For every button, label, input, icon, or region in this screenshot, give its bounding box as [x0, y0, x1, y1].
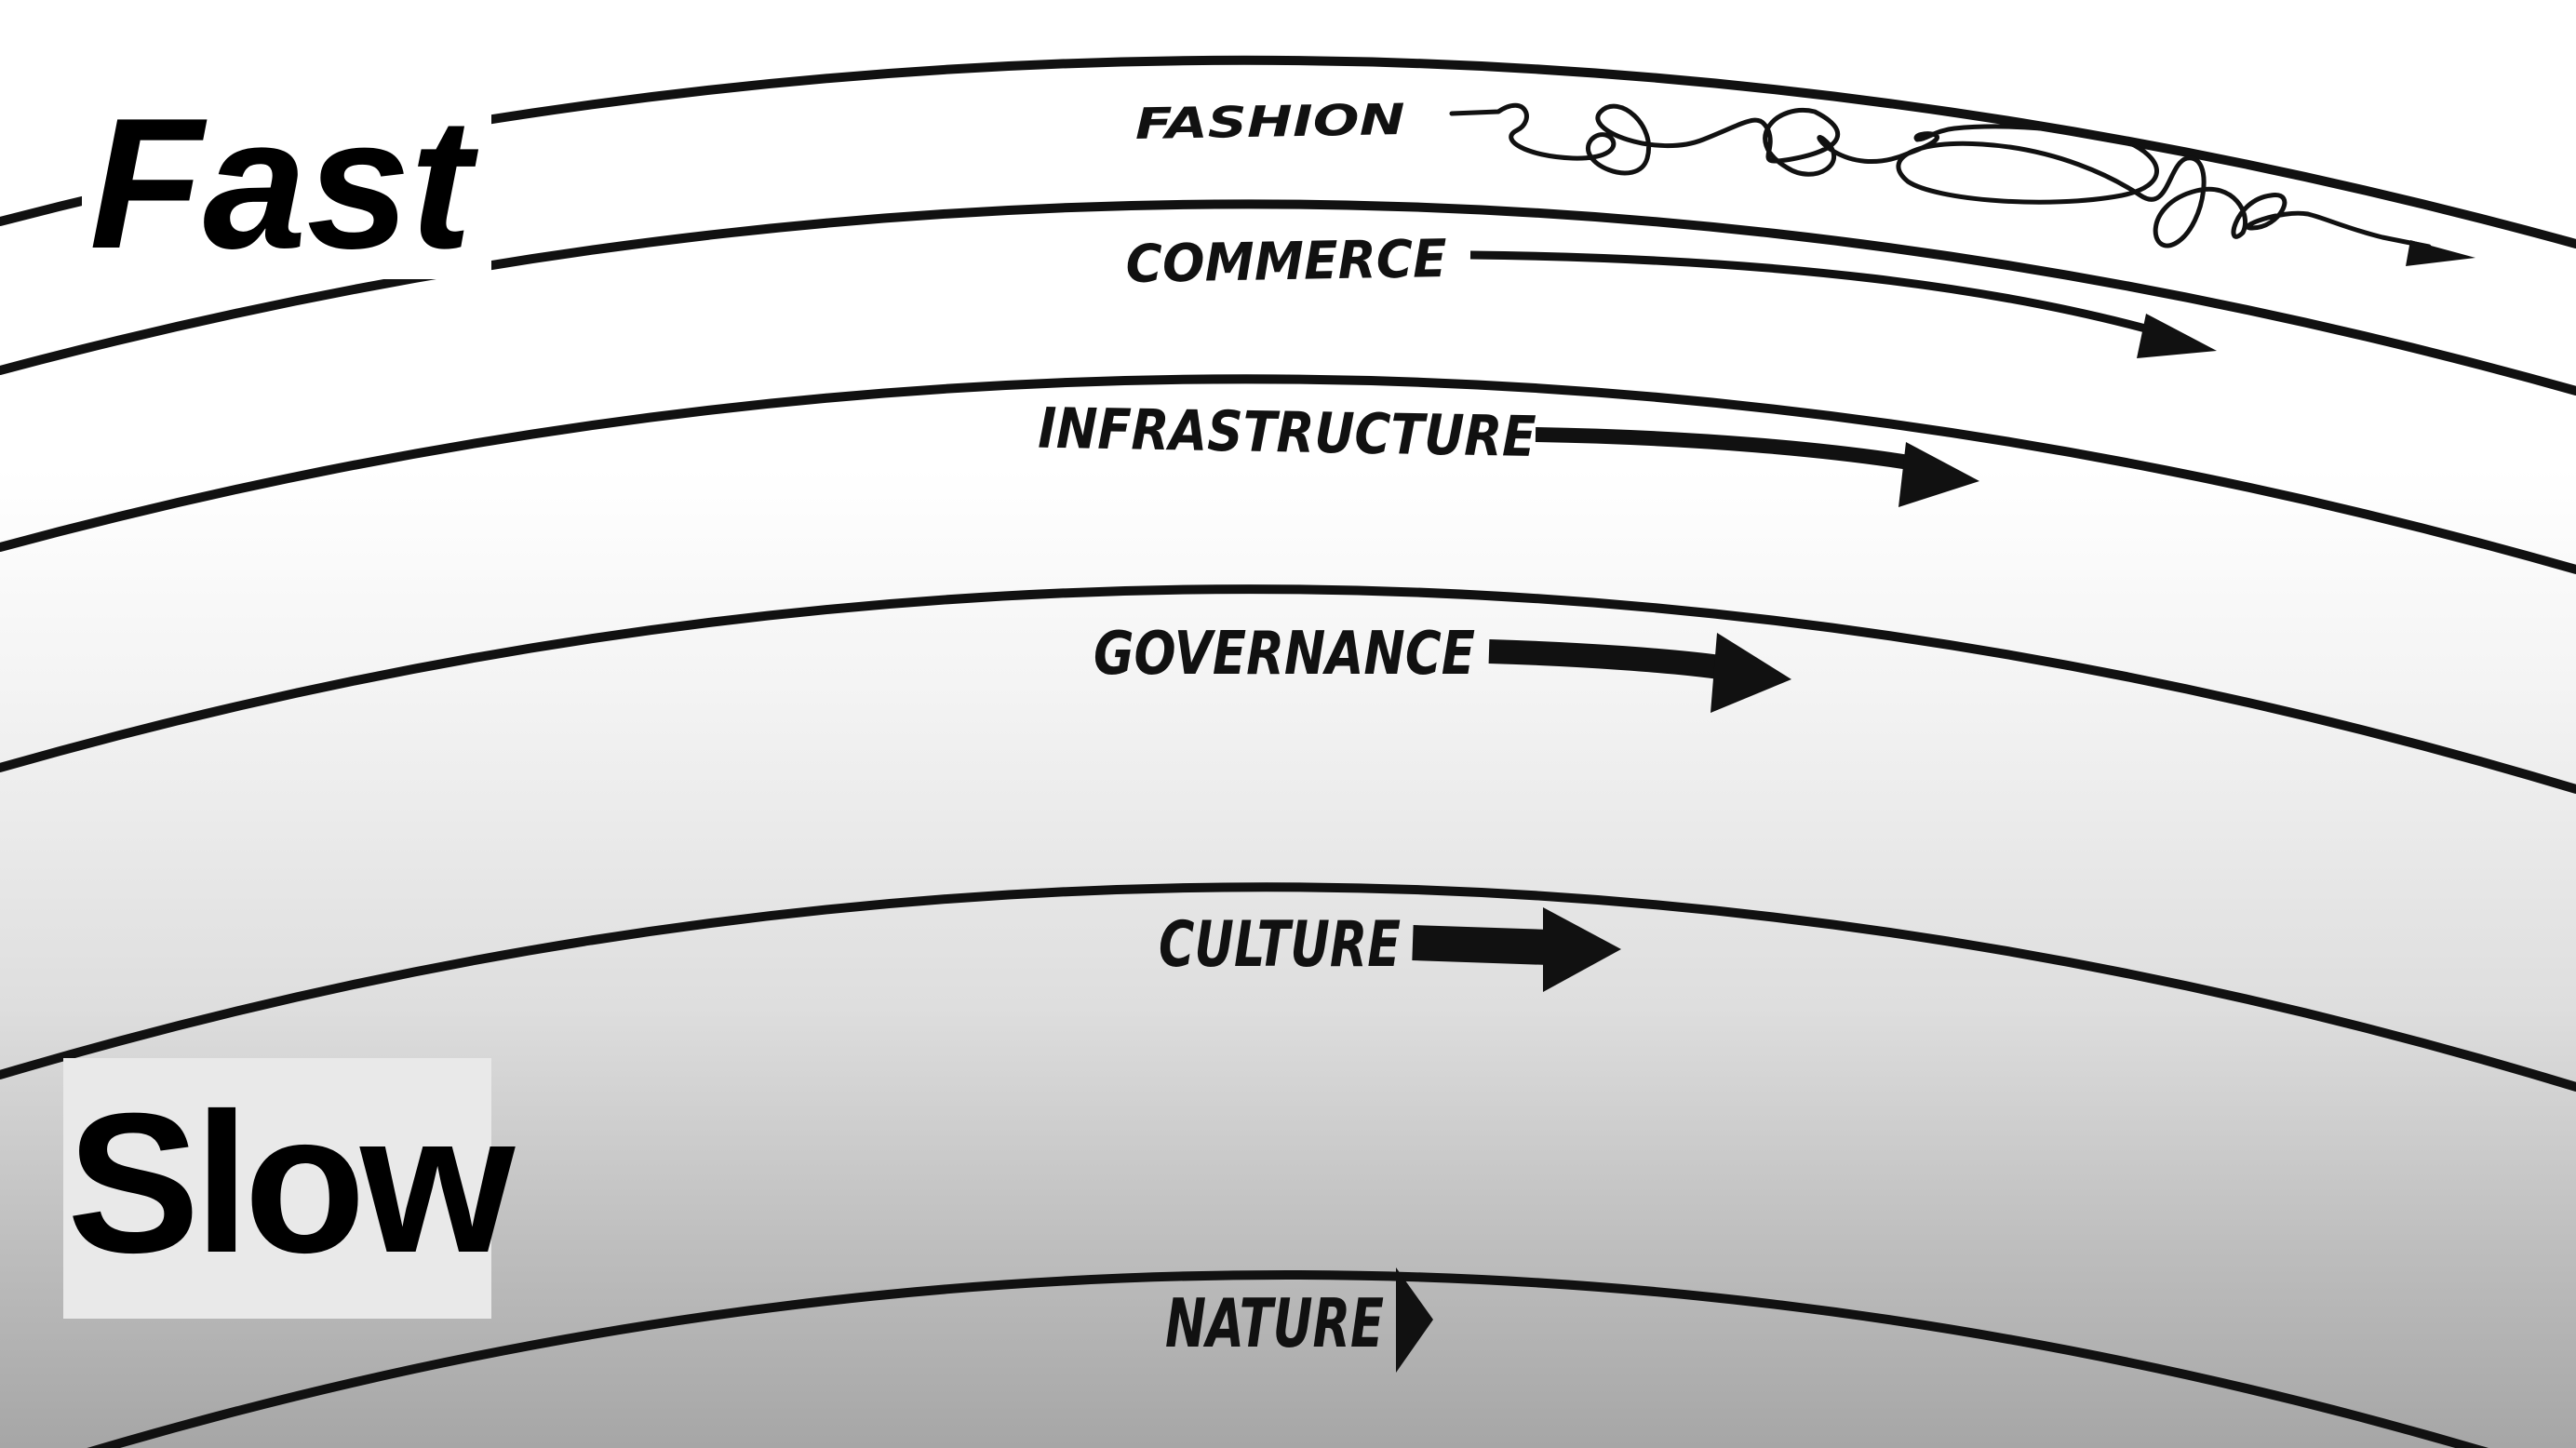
- fashion-tangled-arrow: [1449, 102, 2475, 266]
- layer-label-nature: NATURE: [1165, 1284, 1384, 1362]
- arc-governance-culture: [0, 882, 2576, 1092]
- governance-arrow: [1488, 633, 1791, 713]
- arc-culture-nature: [87, 1270, 2489, 1448]
- nature-arrowhead-shape: [1396, 1267, 1433, 1373]
- fast-label: Fast: [89, 80, 473, 288]
- fashion-arrowhead: [2406, 240, 2475, 266]
- slow-label: Slow: [67, 1072, 515, 1294]
- fast-label-backing: [82, 93, 491, 279]
- layer-label-commerce: COMMERCE: [1125, 229, 1447, 295]
- culture-arrow: [1412, 907, 1621, 992]
- infrastructure-arrow: [1535, 427, 1979, 507]
- layer-label-infrastructure: INFRASTRUCTURE: [1038, 396, 1536, 470]
- arc-infrastructure-governance: [0, 584, 2576, 794]
- commerce-arrow: [1469, 250, 2217, 358]
- arc-commerce-infrastructure: [0, 374, 2576, 574]
- layer-label-governance: GOVERNANCE: [1093, 620, 1475, 689]
- layer-label-fashion: FASHION: [1134, 94, 1405, 149]
- arc-fashion-commerce: [0, 199, 2576, 396]
- layer-label-culture: CULTURE: [1159, 908, 1401, 982]
- slow-label-backing: [63, 1058, 491, 1319]
